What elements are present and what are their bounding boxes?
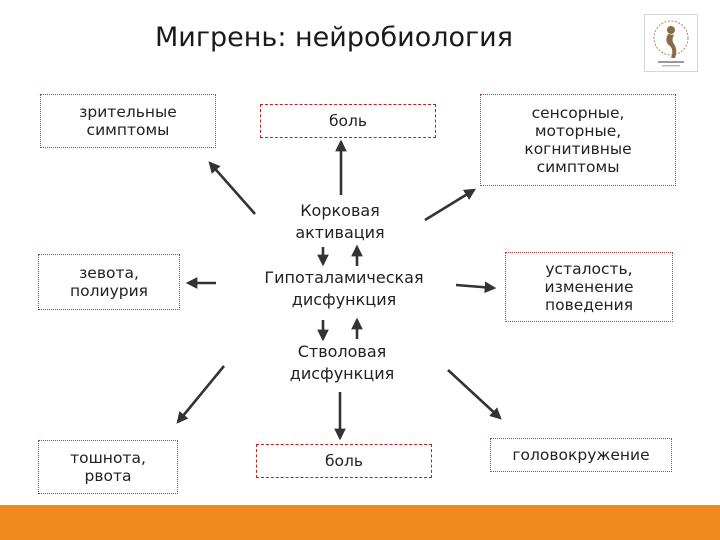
yawning-box: зевота, полиурия xyxy=(38,254,180,310)
hypothalamic-dysfunction-label: Гипоталамическая дисфункция xyxy=(264,268,424,309)
cortical-activation-label: Корковая активация xyxy=(295,201,385,242)
pain-bottom-text: боль xyxy=(324,452,364,470)
fatigue-box: усталость, изменение поведения xyxy=(505,252,673,322)
arrow-to-visual xyxy=(208,161,256,215)
visual-symptoms-text: зрительные симптомы xyxy=(79,103,177,139)
page-title: Мигрень: нейробиология xyxy=(155,22,513,53)
arrow-to-dizziness xyxy=(447,369,502,420)
pain-top-box: боль xyxy=(260,104,436,138)
arrow-to-sensory xyxy=(424,188,476,222)
footer-bar xyxy=(0,505,720,540)
dizziness-box: головокружение xyxy=(490,438,672,472)
fatigue-text: усталость, изменение поведения xyxy=(544,260,634,314)
logo xyxy=(644,14,698,72)
nausea-text: тошнота, рвота xyxy=(70,449,146,485)
arrow-to-fatigue xyxy=(455,281,497,294)
dizziness-text: головокружение xyxy=(512,446,650,464)
sensory-symptoms-box: сенсорные, моторные, когнитивные симптом… xyxy=(480,94,676,186)
pain-bottom-box: боль xyxy=(256,444,432,478)
pain-top-text: боль xyxy=(328,112,368,130)
visual-symptoms-box: зрительные симптомы xyxy=(40,94,216,148)
arrow-to-nausea xyxy=(176,365,226,424)
sensory-symptoms-text: сенсорные, моторные, когнитивные симптом… xyxy=(524,104,632,176)
nausea-box: тошнота, рвота xyxy=(38,440,178,494)
yawning-text: зевота, полиурия xyxy=(69,264,148,300)
brainstem-dysfunction-label: Стволовая дисфункция xyxy=(289,342,395,383)
